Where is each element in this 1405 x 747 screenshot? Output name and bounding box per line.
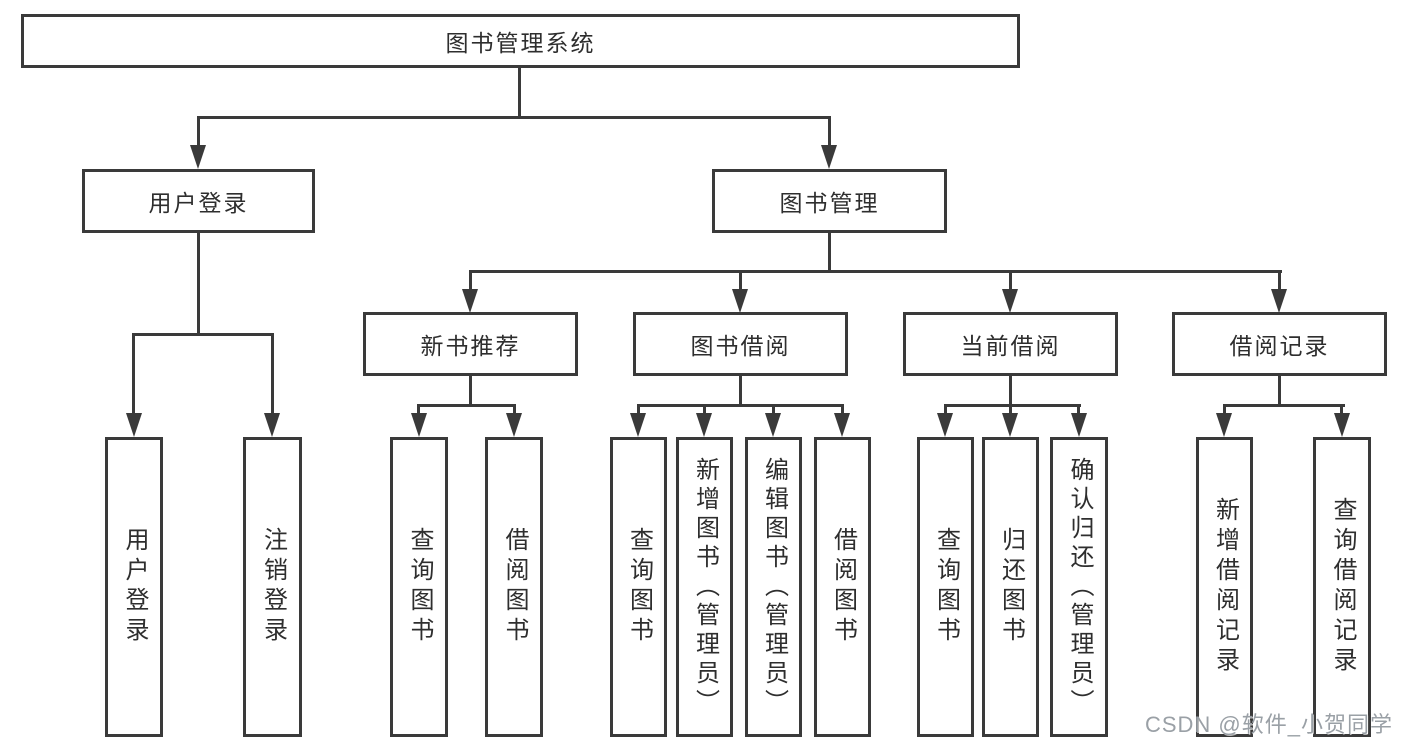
arrowhead-down-icon	[1002, 289, 1018, 313]
csdn-watermark: CSDN @软件_小贺同学	[1144, 712, 1393, 737]
connector-current-bar	[944, 404, 1081, 407]
leaf-edit-books-admin: 编辑图书（管理员）	[745, 437, 802, 737]
connector-records-drop-2	[1340, 404, 1343, 415]
connector-borrow-bar	[637, 404, 844, 407]
arrowhead-down-icon	[1334, 413, 1350, 437]
connector-records-drop-1	[1223, 404, 1226, 415]
arrowhead-down-icon	[821, 145, 837, 169]
connector-root-stem	[518, 68, 521, 118]
connector-current-drop-1	[944, 404, 947, 415]
connector-login-bar	[132, 333, 274, 336]
connector-login-drop-2	[271, 333, 274, 415]
node-user-login: 用户登录	[82, 169, 315, 233]
leaf-query-books-current: 查询图书	[917, 437, 974, 737]
connector-newbook-bar	[417, 404, 516, 407]
node-current-borrowing: 当前借阅	[903, 312, 1118, 376]
connector-newbook-stem	[469, 376, 472, 406]
arrowhead-down-icon	[190, 145, 206, 169]
connector-current-drop-3	[1077, 404, 1080, 415]
leaf-add-books-admin: 新增图书（管理员）	[676, 437, 733, 737]
connector-borrow-drop-3	[772, 404, 775, 415]
connector-mgmt-drop-4	[1278, 270, 1281, 291]
connector-borrow-stem	[739, 376, 742, 406]
leaf-add-borrow-record: 新增借阅记录	[1196, 437, 1253, 737]
node-book-borrowing: 图书借阅	[633, 312, 848, 376]
arrowhead-down-icon	[1271, 289, 1287, 313]
connector-current-drop-2	[1009, 404, 1012, 415]
leaf-user-login: 用户登录	[105, 437, 163, 737]
arrowhead-down-icon	[834, 413, 850, 437]
arrowhead-down-icon	[264, 413, 280, 437]
connector-mgmt-drop-1	[469, 270, 472, 291]
arrowhead-down-icon	[411, 413, 427, 437]
arrowhead-down-icon	[937, 413, 953, 437]
node-book-management: 图书管理	[712, 169, 947, 233]
connector-mgmt-stem	[828, 233, 831, 273]
arrowhead-down-icon	[765, 413, 781, 437]
connector-root-drop-right	[828, 116, 831, 148]
leaf-confirm-return-admin: 确认归还（管理员）	[1050, 437, 1108, 737]
arrowhead-down-icon	[732, 289, 748, 313]
connector-borrow-drop-2	[703, 404, 706, 415]
leaf-query-books-newbook: 查询图书	[390, 437, 448, 737]
connector-mgmt-drop-2	[739, 270, 742, 291]
leaf-logout: 注销登录	[243, 437, 302, 737]
arrowhead-down-icon	[630, 413, 646, 437]
arrowhead-down-icon	[1002, 413, 1018, 437]
connector-current-stem	[1009, 376, 1012, 406]
leaf-query-borrow-record: 查询借阅记录	[1313, 437, 1371, 737]
leaf-borrow-books-newbook: 借阅图书	[485, 437, 543, 737]
node-new-book-recommend: 新书推荐	[363, 312, 578, 376]
connector-borrow-drop-1	[637, 404, 640, 415]
node-borrowing-records: 借阅记录	[1172, 312, 1387, 376]
leaf-borrow-books: 借阅图书	[814, 437, 871, 737]
arrowhead-down-icon	[696, 413, 712, 437]
connector-newbook-drop-1	[417, 404, 420, 415]
connector-login-stem	[197, 233, 200, 334]
node-root-system: 图书管理系统	[21, 14, 1020, 68]
connector-records-stem	[1278, 376, 1281, 406]
leaf-return-books: 归还图书	[982, 437, 1039, 737]
connector-mgmt-bar	[469, 270, 1282, 273]
arrowhead-down-icon	[1071, 413, 1087, 437]
connector-newbook-drop-2	[513, 404, 516, 415]
arrowhead-down-icon	[126, 413, 142, 437]
connector-records-bar	[1223, 404, 1345, 407]
connector-borrow-drop-4	[841, 404, 844, 415]
connector-mgmt-drop-3	[1009, 270, 1012, 291]
connector-root-drop-left	[197, 116, 200, 148]
arrowhead-down-icon	[462, 289, 478, 313]
arrowhead-down-icon	[506, 413, 522, 437]
arrowhead-down-icon	[1216, 413, 1232, 437]
leaf-query-books-borrow: 查询图书	[610, 437, 667, 737]
connector-login-drop-1	[132, 333, 135, 415]
connector-root-bar	[197, 116, 831, 119]
